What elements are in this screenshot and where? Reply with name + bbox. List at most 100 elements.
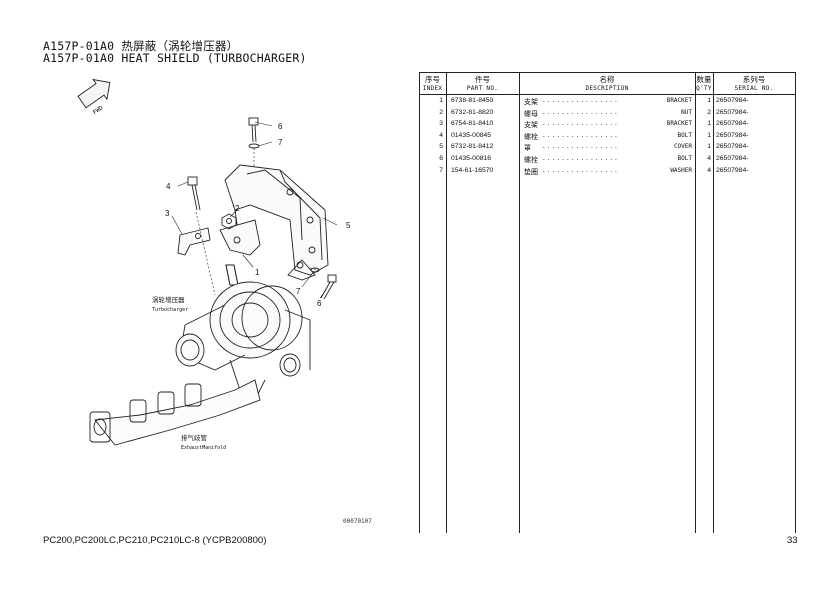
row-desc-cn: 垫圈: [524, 167, 538, 176]
callout-2: 2: [235, 204, 240, 213]
row-desc-en: BOLT: [619, 155, 692, 162]
turbo-label-en: Turbocharger: [152, 307, 188, 313]
row-desc-en: BRACKET: [619, 97, 692, 104]
header-index: 序号 INDEX: [419, 75, 446, 93]
row-desc-cn: 罩: [524, 144, 531, 153]
row-qty: 1: [707, 97, 711, 104]
header-description: 名称 DESCRIPTION: [519, 75, 695, 93]
row-index: 2: [439, 108, 443, 116]
table-col-border: [446, 72, 447, 533]
bolt-part-4: [187, 176, 201, 211]
row-index: 3: [439, 120, 443, 128]
dot-leader: ........................................…: [542, 97, 692, 104]
row-qty: 1: [707, 131, 711, 139]
page-number: 33: [787, 535, 798, 546]
row-index: 7: [439, 166, 443, 174]
callout-5: 5: [346, 221, 351, 230]
row-part-no: 6738-81-8450: [451, 97, 494, 104]
row-qty: 4: [707, 155, 711, 162]
parts-table: 序号 INDEX 件号 PART NO. 名称 DESCRIPTION 数量 Q…: [419, 72, 796, 533]
callout-3: 3: [165, 209, 170, 218]
footer-models: PC200,PC200LC,PC210,PC210LC-8 (YCPB20080…: [43, 535, 267, 546]
row-desc-cn: 螺栓: [524, 156, 538, 164]
row-index: 5: [439, 143, 443, 151]
row-desc-en: BRACKET: [619, 120, 692, 128]
row-part-no: 6754-81-8410: [451, 120, 494, 128]
row-desc-en: COVER: [619, 143, 692, 151]
row-serial: 26507984-: [716, 131, 749, 139]
table-row: ........................................…: [419, 142, 796, 154]
dot-leader: ........................................…: [542, 108, 692, 116]
table-row: ........................................…: [419, 119, 796, 131]
header-qty-cn: 数量: [696, 75, 712, 84]
fwd-label: FWD: [92, 104, 105, 116]
page-title-english: A157P-01A0 HEAT SHIELD (TURBOCHARGER): [43, 51, 307, 65]
heat-shield-cover-part: [224, 164, 329, 281]
bracket-part-3: [177, 227, 211, 256]
dot-leader: ........................................…: [542, 143, 692, 151]
header-desc-cn: 名称: [599, 75, 615, 84]
row-index: 6: [439, 155, 443, 162]
table-row: ........................................…: [419, 166, 796, 178]
figure-code: 00070107: [343, 518, 372, 525]
table-col-border: [713, 72, 714, 533]
manifold-label-cn: 排气歧管: [181, 433, 208, 442]
row-serial: 26507984-: [716, 120, 749, 128]
exhaust-manifold: [89, 379, 261, 446]
turbo-label-cn: 涡轮增压器: [152, 295, 185, 304]
row-part-no: 6732-81-8820: [451, 108, 494, 116]
header-part-cn: 件号: [475, 75, 490, 84]
row-serial: 26507984-: [716, 155, 749, 162]
dot-leader: ........................................…: [542, 131, 692, 139]
row-desc-en: WASHER: [619, 166, 692, 174]
row-desc-cn: 支架: [524, 98, 538, 106]
row-part-no: 154-61-16570: [451, 166, 494, 174]
callout-6-right: 6: [317, 299, 322, 308]
table-header-border: [419, 94, 796, 95]
callout-7-top: 7: [278, 138, 283, 147]
row-index: 1: [439, 97, 443, 104]
callout-6-top: 6: [278, 122, 283, 131]
header-serial-cn: 系列号: [742, 75, 766, 84]
row-qty: 4: [707, 166, 711, 174]
table-col-border: [695, 72, 696, 533]
table-col-border: [419, 72, 420, 533]
row-qty: 1: [707, 120, 711, 128]
header-index-cn: 序号: [425, 75, 440, 84]
table-col-border: [795, 72, 796, 533]
table-col-border: [519, 72, 520, 533]
callout-4: 4: [166, 182, 171, 191]
dot-leader: ........................................…: [542, 120, 692, 128]
row-serial: 26507984-: [716, 97, 749, 104]
row-desc-cn: 螺母: [524, 109, 538, 118]
callout-7-right: 7: [296, 287, 301, 296]
row-part-no: 01435-00816: [451, 155, 492, 162]
header-part-en: PART NO.: [466, 85, 499, 92]
header-serial-en: SERIAL NO.: [734, 85, 774, 92]
fwd-arrow-icon: [77, 78, 111, 109]
turbocharger-body: [175, 281, 311, 401]
table-row: ........................................…: [419, 154, 796, 166]
dot-leader: ........................................…: [542, 166, 692, 174]
page-title-chinese: A157P-01A0 热屏蔽（涡轮增压器）: [43, 39, 239, 53]
row-part-no: 01435-00845: [451, 131, 492, 139]
row-serial: 26507984-: [716, 108, 749, 116]
row-part-no: 6732-81-8412: [451, 143, 494, 151]
row-desc-cn: 螺栓: [524, 132, 538, 141]
header-index-en: INDEX: [422, 85, 443, 92]
header-qty-en: Q'TY: [696, 85, 712, 92]
table-row: ........................................…: [419, 108, 796, 120]
header-part-no: 件号 PART NO.: [446, 75, 519, 93]
table-row: ........................................…: [419, 131, 796, 143]
bracket-part-1: [219, 219, 261, 286]
row-desc-cn: 支架: [524, 121, 538, 130]
table-row: ........................................…: [419, 96, 796, 108]
row-serial: 26507984-: [716, 143, 749, 151]
row-serial: 26507984-: [716, 166, 749, 174]
row-desc-en: BOLT: [619, 131, 692, 139]
table-top-border: [419, 72, 796, 73]
header-desc-en: DESCRIPTION: [585, 85, 629, 92]
nut-part-2: [221, 213, 237, 230]
row-qty: 2: [707, 108, 711, 116]
dot-leader: ........................................…: [542, 155, 692, 162]
